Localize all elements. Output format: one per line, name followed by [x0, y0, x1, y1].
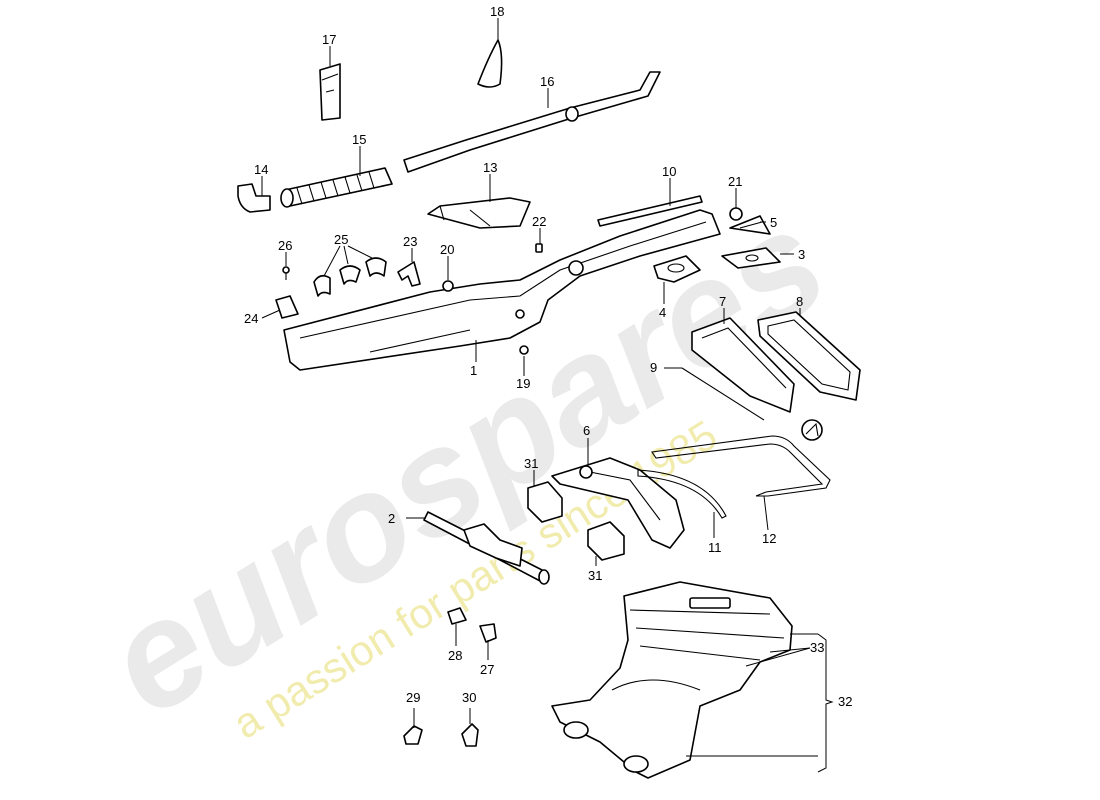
- callout-1: 1: [470, 363, 477, 378]
- callout-17: 17: [322, 32, 336, 47]
- part-15: [280, 167, 393, 208]
- callout-14: 14: [254, 162, 268, 177]
- callout-31-lower: 31: [588, 568, 602, 583]
- callout-25: 25: [334, 232, 348, 247]
- part-2: [423, 511, 550, 585]
- part-8: [757, 311, 861, 401]
- callout-15: 15: [352, 132, 366, 147]
- callout-16: 16: [540, 74, 554, 89]
- callout-2: 2: [388, 511, 395, 526]
- callout-12: 12: [762, 531, 776, 546]
- callout-19: 19: [516, 376, 530, 391]
- part-17: [319, 63, 341, 121]
- callout-18: 18: [490, 4, 504, 19]
- part-30: [461, 723, 479, 747]
- part-7: [691, 317, 795, 413]
- part-29: [403, 725, 423, 745]
- callout-3: 3: [798, 247, 805, 262]
- part-4: [653, 255, 701, 283]
- part-5: [729, 215, 771, 235]
- callout-8: 8: [796, 294, 803, 309]
- part-27: [479, 623, 497, 643]
- part-18: [477, 39, 503, 88]
- part-26: [282, 266, 290, 280]
- leader-lines: [261, 18, 834, 773]
- part-9: [681, 367, 765, 421]
- callout-33: 33: [810, 640, 824, 655]
- callout-31-upper: 31: [524, 456, 538, 471]
- part-23: [397, 261, 421, 287]
- callout-20: 20: [440, 242, 454, 257]
- part-14: [237, 183, 271, 213]
- callout-30: 30: [462, 690, 476, 705]
- callout-5: 5: [770, 215, 777, 230]
- part-13: [427, 197, 531, 229]
- part-6: [551, 457, 685, 549]
- callout-13: 13: [483, 160, 497, 175]
- part-31: [527, 481, 625, 561]
- part-25: [313, 257, 387, 297]
- callout-22: 22: [532, 214, 546, 229]
- part-1: [283, 209, 721, 371]
- callout-11: 11: [708, 540, 722, 555]
- callout-9: 9: [650, 360, 657, 375]
- part-21: [729, 207, 743, 221]
- part-28: [447, 607, 467, 625]
- callout-21: 21: [728, 174, 742, 189]
- callout-10: 10: [662, 164, 676, 179]
- part-22: [535, 243, 543, 253]
- callout-numbers: 1 2 3 4 5 6 7 8 9 10 11 12 13 14 15 16 1…: [244, 4, 852, 709]
- callout-7: 7: [719, 294, 726, 309]
- part-10: [597, 195, 703, 227]
- part-24: [275, 295, 299, 319]
- callout-32: 32: [838, 694, 852, 709]
- part-32-33: [551, 581, 793, 779]
- callout-26: 26: [278, 238, 292, 253]
- part-12: [651, 419, 831, 497]
- part-11: [637, 469, 727, 519]
- part-19: [519, 345, 529, 355]
- callout-4: 4: [659, 305, 666, 320]
- callout-24: 24: [244, 311, 258, 326]
- callout-27: 27: [480, 662, 494, 677]
- callout-6: 6: [583, 423, 590, 438]
- part-20: [442, 280, 454, 292]
- callout-29: 29: [406, 690, 420, 705]
- callout-28: 28: [448, 648, 462, 663]
- callout-23: 23: [403, 234, 417, 249]
- part-16: [403, 71, 661, 173]
- part-3: [721, 247, 781, 269]
